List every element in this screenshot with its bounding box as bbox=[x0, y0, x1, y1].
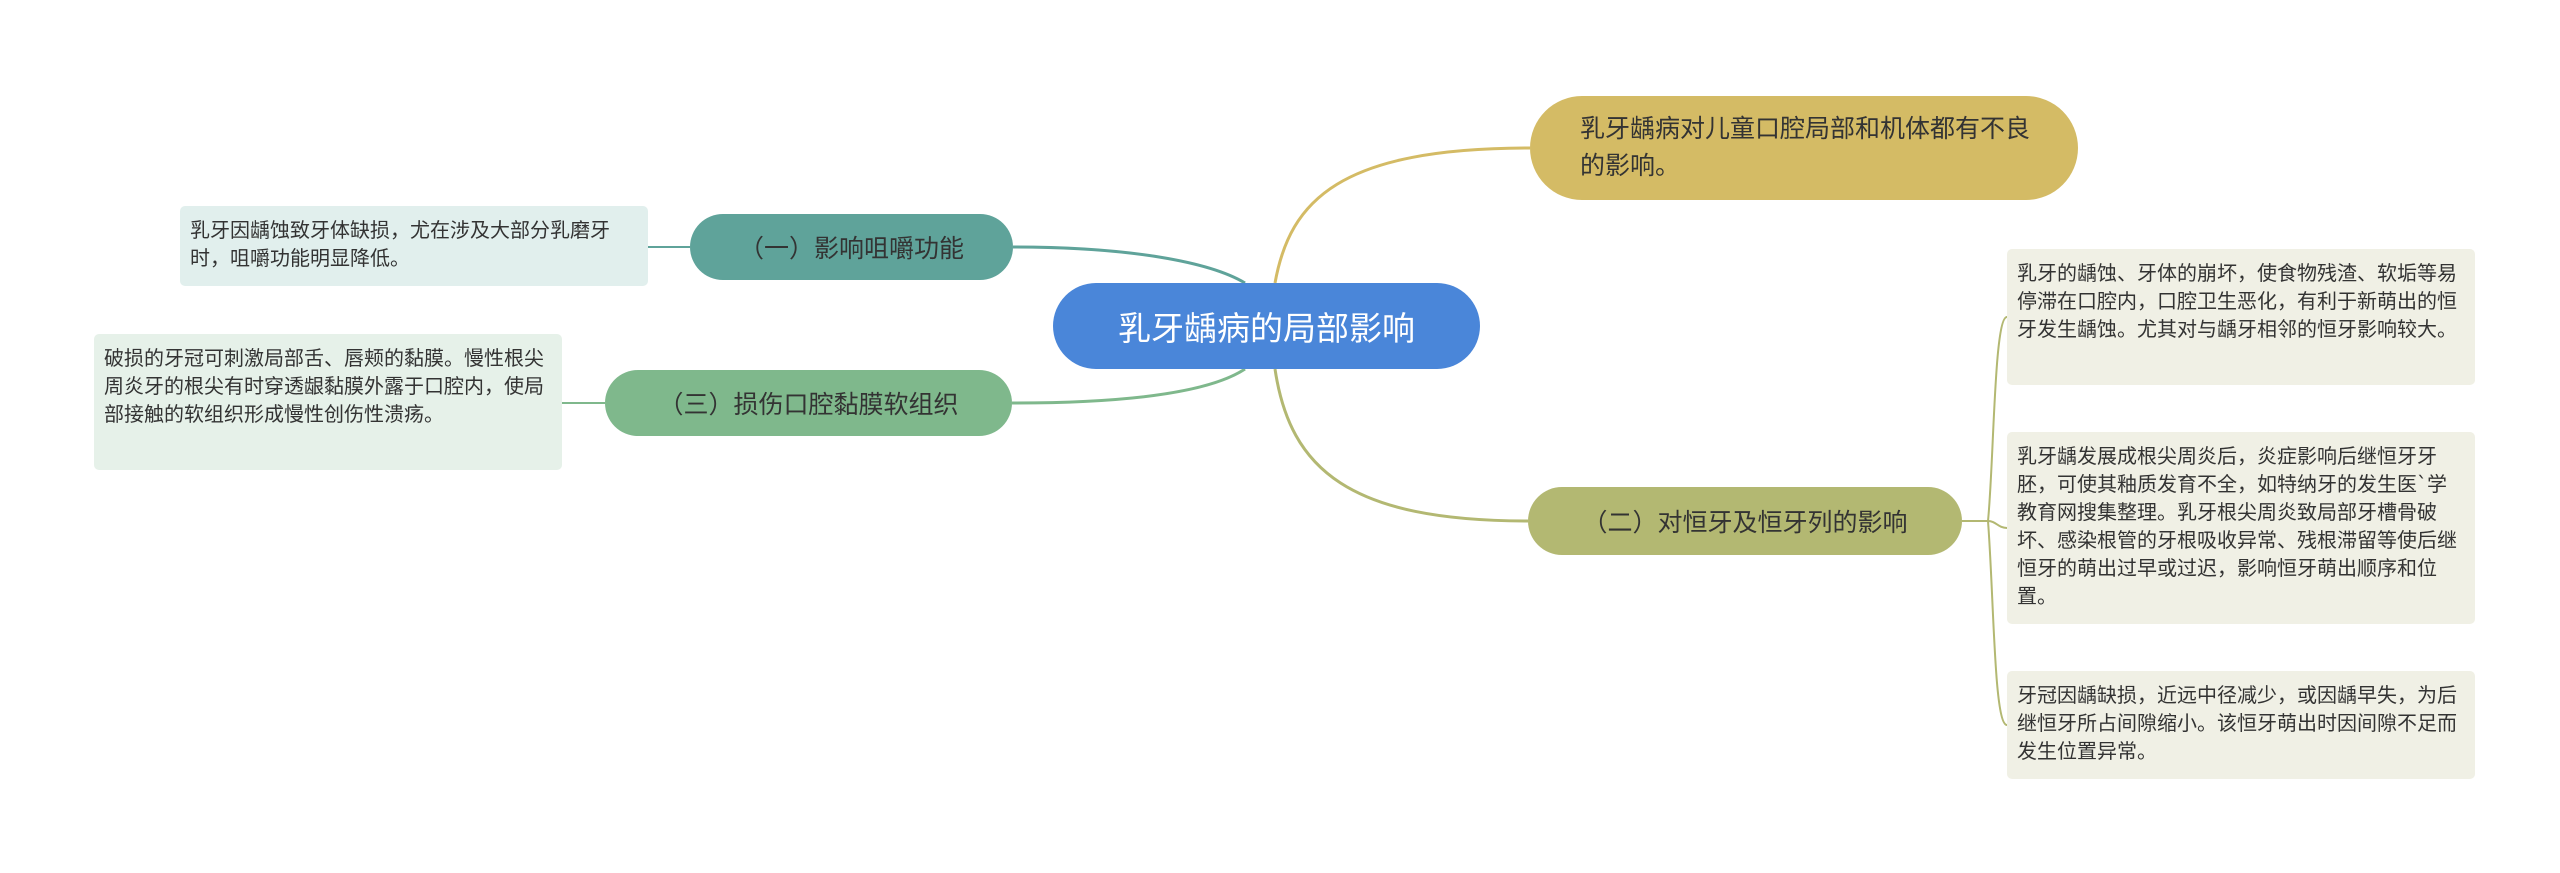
link-branch2-to-card2 bbox=[1987, 520, 2008, 529]
link-branch2-to-card3 bbox=[1987, 520, 2008, 726]
root-node[interactable]: 乳牙龋病的局部影响 bbox=[1053, 283, 1480, 369]
link-root-to-branch1 bbox=[1012, 245, 1246, 285]
detail-card-permanent-1: 乳牙的龋蚀、牙体的崩坏，使食物残渣、软垢等易停滞在口腔内，口腔卫生恶化，有利于新… bbox=[2007, 249, 2475, 385]
detail-card-mucosa: 破损的牙冠可刺激局部舌、唇颊的黏膜。慢性根尖周炎牙的根尖有时穿透龈黏膜外露于口腔… bbox=[94, 334, 562, 470]
link-root-to-top-note bbox=[1273, 146, 1531, 284]
branch-node-permanent-teeth[interactable]: （二）对恒牙及恒牙列的影响 bbox=[1528, 487, 1962, 555]
detail-card-permanent-2: 乳牙龋发展成根尖周炎后，炎症影响后继恒牙牙胚，可使其釉质发育不全，如特纳牙的发生… bbox=[2007, 432, 2475, 624]
detail-card-chewing: 乳牙因龋蚀致牙体缺损，尤在涉及大部分乳磨牙时，咀嚼功能明显降低。 bbox=[180, 206, 648, 286]
link-root-to-branch3 bbox=[1011, 367, 1246, 405]
link-root-to-branch2 bbox=[1273, 368, 1529, 523]
detail-card-permanent-3: 牙冠因龋缺损，近远中径减少，或因龋早失，为后继恒牙所占间隙缩小。该恒牙萌出时因间… bbox=[2007, 671, 2475, 779]
link-branch2-to-card1 bbox=[1987, 316, 2008, 522]
top-note-node[interactable]: 乳牙龋病对儿童口腔局部和机体都有不良的影响。 bbox=[1530, 96, 2078, 200]
branch-node-mucosa[interactable]: （三）损伤口腔黏膜软组织 bbox=[605, 370, 1012, 436]
branch-node-chewing[interactable]: （一）影响咀嚼功能 bbox=[690, 214, 1013, 280]
